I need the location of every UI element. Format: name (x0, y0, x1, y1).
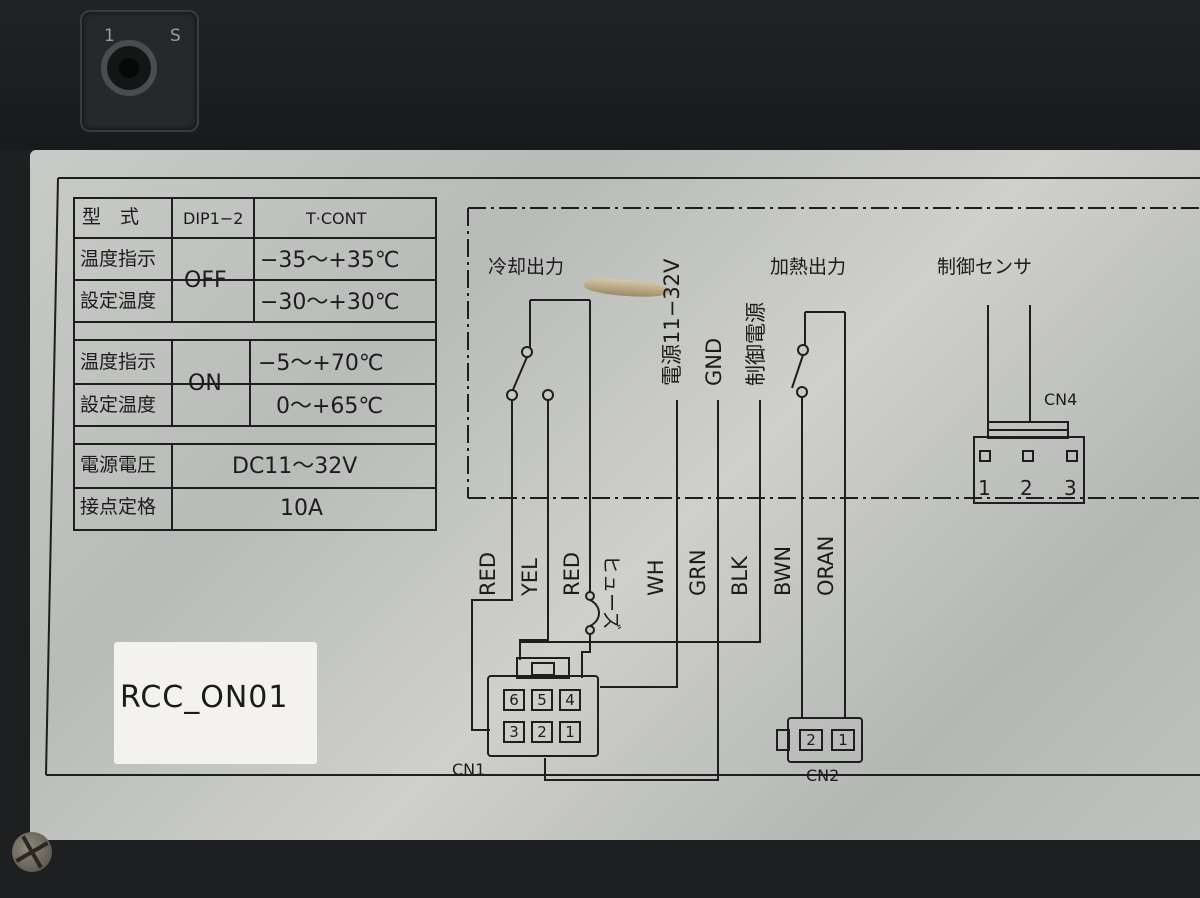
control-power-label: 制御電源 (744, 302, 768, 386)
cn4-pin-3: 3 (1064, 476, 1077, 500)
contact-rating-value: 10A (280, 496, 324, 521)
rotary-switch-hole (119, 58, 139, 78)
device-housing (0, 0, 1200, 150)
wire-label-wh: WH (644, 559, 668, 596)
cn1-pin-1: 1 (565, 723, 575, 741)
wire-label-yel: YEL (518, 558, 542, 596)
cn1-pin-2: 2 (537, 723, 547, 741)
off-set-temp-range: −30〜+30℃ (260, 290, 400, 315)
cn2-pin-2: 2 (806, 731, 816, 749)
contact-rating-label: 接点定格 (80, 496, 157, 518)
wire-label-grn: GRN (686, 549, 710, 596)
on-set-temp-label: 設定温度 (80, 394, 157, 416)
gnd-label: GND (702, 337, 726, 386)
cn4-pin-2: 2 (1020, 476, 1033, 500)
off-set-temp-label: 設定温度 (80, 290, 157, 312)
table-header-model: T·CONT (306, 209, 367, 228)
table-header-dip: DIP1−2 (183, 209, 244, 228)
cn4-label: CN4 (1044, 390, 1078, 409)
cn1-pin-4: 4 (565, 691, 575, 709)
cn4-pin-1: 1 (978, 476, 991, 500)
wire-label-blk: BLK (728, 556, 752, 596)
heating-output-label: 加熱出力 (770, 256, 847, 278)
table-header-type: 型 式 (82, 206, 140, 228)
off-mode: OFF (184, 268, 227, 293)
off-temp-display-label: 温度指示 (80, 248, 157, 270)
switch-mark-left: 1 (104, 26, 115, 46)
power-voltage-label: 電源電圧 (80, 454, 157, 476)
cn1-label: CN1 (452, 760, 486, 779)
wire-label-red-1: RED (476, 551, 500, 596)
switch-mark-right: S (170, 26, 181, 46)
cn1-pin-3: 3 (509, 723, 519, 741)
wire-label-bwn: BWN (771, 545, 795, 596)
model-name: RCC_ON01 (120, 680, 289, 715)
cn2-pin-1: 1 (838, 731, 848, 749)
off-temp-display-range: −35〜+35℃ (260, 248, 400, 273)
model-sticker (114, 642, 317, 764)
on-temp-display-label: 温度指示 (80, 351, 157, 373)
fuse-label: ヒューズ (600, 555, 622, 631)
cn1-pin-6: 6 (509, 691, 519, 709)
power-voltage-value: DC11〜32V (232, 454, 358, 479)
on-temp-display-range: −5〜+70℃ (258, 351, 384, 376)
cooling-output-label: 冷却出力 (488, 256, 565, 278)
on-set-temp-range: 0〜+65℃ (276, 394, 384, 419)
cn1-pin-5: 5 (537, 691, 547, 709)
power-source-label: 電源11−32V (660, 258, 684, 386)
cn2-label: CN2 (806, 766, 840, 785)
on-mode: ON (188, 371, 222, 396)
wire-label-oran: ORAN (814, 535, 838, 596)
control-sensor-label: 制御センサ (937, 256, 1033, 278)
wire-label-red-2: RED (560, 551, 584, 596)
